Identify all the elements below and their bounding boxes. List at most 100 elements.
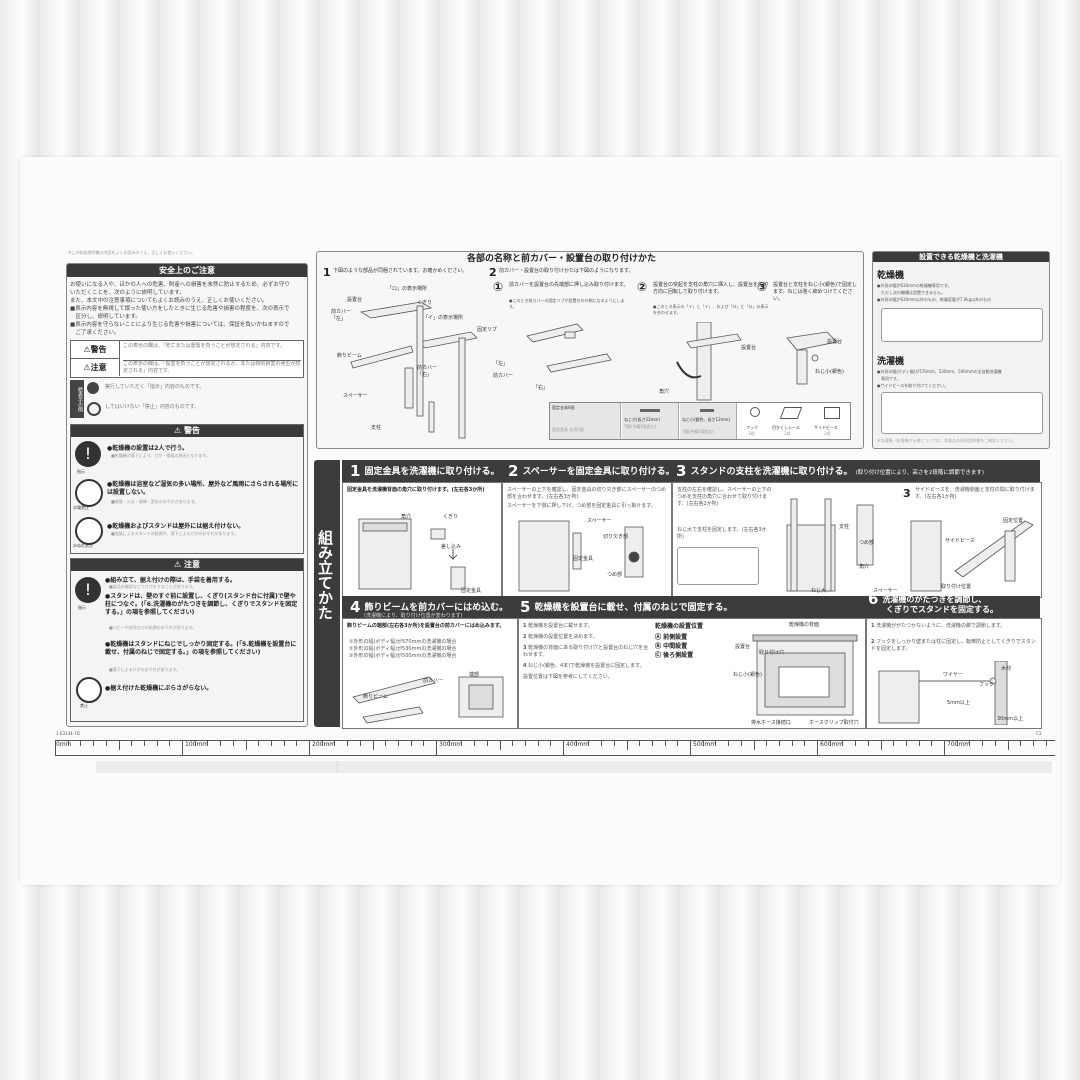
s1-label-kugiri: くぎり [443, 514, 459, 520]
icon-caption: 指示 [77, 469, 85, 474]
warning-item-2: ●乾燥機は浴室など湿気の多い場所、屋外など風雨にさらされる場所には設置しない。 [107, 481, 299, 496]
ruler-tick [829, 741, 831, 746]
s3-label-spacer: スペーサー [873, 588, 898, 594]
severity-table: ⚠警告 この表示の欄は、「死亡または重傷を負うことが想定される」内容です。 ⚠注… [70, 340, 304, 378]
ruler-tick [143, 741, 145, 746]
step4-section: 飾りビームの端部(左右各3か所)を設置台の前カバーにはめ込みます。 ①外形の幅(… [342, 618, 518, 729]
label-settei2: 設置台 [741, 345, 757, 351]
ruler-tick [169, 741, 171, 746]
no-wet-icon [75, 517, 103, 545]
ruler-tick [182, 741, 183, 755]
warning-box-title: ⚠ 警告 [71, 425, 303, 437]
ruler-label: 600mm [820, 741, 844, 748]
caution-box-title: ⚠ 注意 [71, 559, 303, 571]
s2-label-tsume: つめ部 [607, 572, 623, 578]
caution-triangle-icon: ⚠ [174, 560, 182, 569]
s3-label-shichu: 支柱 [839, 524, 850, 530]
ruler-tick [766, 741, 768, 746]
sticker-icon [779, 407, 803, 419]
ruler-tick [321, 741, 323, 746]
assembly-row2-header [342, 596, 1040, 618]
s1-label-kakuana: 角穴 [401, 514, 412, 520]
instruction-icon: ! [75, 441, 101, 467]
step5-lines: 1 乾燥機を設置台に載せます。 2 乾燥機の設置位置を決めます。 3 乾燥機の背… [523, 623, 649, 680]
step2-instruction-1: スペーサーの上下を確認し、固定金具の切り欠き部にスペーサーのつめ部を合わせます。… [507, 487, 667, 500]
ruler-tick [410, 741, 412, 746]
bleed-through-bar [96, 761, 338, 773]
ruler-tick [1032, 741, 1034, 746]
compatible-models-panel: 設置できる乾燥機と洗濯機 乾燥機 ●外形の幅が630mmの乾燥機専用です。 ただ… [872, 251, 1050, 449]
s6-label-mokuzai: 木材 [1001, 666, 1012, 672]
substep1-drawing [526, 323, 612, 373]
warning-item-1: ●乾燥機の設置は2人で行う。 [107, 445, 189, 452]
ruler-tick [601, 741, 603, 746]
prohibition-icon [76, 677, 102, 703]
step6-drawing [878, 661, 1008, 725]
ruler-tick [537, 741, 539, 746]
ruler-tick [702, 741, 704, 746]
warning-triangle-icon: ⚠ [174, 426, 182, 435]
ruler-tick [156, 741, 158, 746]
s5-label-hose: ホースクリップ取付穴 [809, 720, 859, 726]
ruler-tick [232, 741, 234, 746]
step3-sub3-num: 3 [903, 487, 911, 500]
step3-drawing-main [786, 498, 874, 592]
ruler-tick [436, 741, 437, 755]
assembly-side-label: 組み立てかた [316, 530, 334, 620]
label-i-mark: 「イ」の表示場所 [423, 315, 464, 321]
step2-drawing [518, 520, 644, 592]
step6-instruction-1: 1 洗濯機ががたつかないように、洗濯機の脚で調節します。 [871, 623, 1006, 629]
accessory-screw-large: ねじ大(長さ22mm) 7個(予備1個含む) [622, 403, 679, 439]
ruler-tick [778, 741, 780, 746]
safety-title: 安全上のご注意 [67, 264, 307, 277]
safety-panel: 安全上のご注意 お使いになる人や、ほかの人への危害、財産への損害を未然に防止する… [66, 263, 308, 727]
ruler-tick [1007, 741, 1009, 750]
parts-step1-text: 下図のような部品が同梱されています。お確かめください。 [333, 268, 468, 274]
substep2-num: ② [637, 280, 648, 294]
ruler-tick [524, 741, 526, 746]
s2-label-spacer: スペーサー [587, 518, 612, 524]
accessory-hook: フック 1個 [738, 403, 772, 439]
ruler-tick [550, 741, 552, 746]
icon-caption: 水ぬれ禁止 [73, 543, 93, 548]
ruler-tick [131, 741, 133, 746]
screw-icon [640, 409, 660, 412]
legend-dont: してはいけない「禁止」内容のものです。 [105, 404, 200, 410]
ruler-tick [994, 741, 996, 746]
s5-label-dryer: 乾燥機の背面 [789, 622, 820, 628]
ruler-tick [563, 741, 564, 755]
step3-instruction-2: ねじ大で支柱を固定します。(左右各3か所) [677, 527, 767, 540]
s4-label-hashi: 端部 [469, 672, 480, 678]
warning-triangle-icon: ⚠ [83, 345, 91, 354]
ruler-tick [258, 741, 260, 746]
ruler-label: 0mm [56, 741, 72, 748]
icon-caption: 禁止 [80, 703, 88, 708]
ruler-tick [1020, 741, 1022, 746]
s5-label-screw: ねじ小(銀色) [733, 672, 762, 678]
ruler-tick [397, 741, 399, 746]
substep1-note: ●このとき前カバーの固定リブが設置台の外側になるようにします。 [509, 298, 625, 309]
s1-label-hikkake: 差し込み [441, 544, 462, 550]
no-water-area-icon [75, 479, 103, 507]
s5-label-drain: 排水ホース接続口 [751, 720, 791, 726]
ruler-tick [474, 741, 476, 746]
bleed-through-bar [336, 761, 1052, 773]
warning-item-3-sub: ■強風によるスタンドの転倒や、落下によるけがのおそれがあります。 [111, 531, 239, 536]
label-kugiri: くぎり [417, 300, 433, 306]
ruler-label: 200mm [312, 741, 336, 748]
instruction-icon: ! [75, 577, 101, 603]
exploded-parts-drawing [350, 301, 478, 439]
ruler-tick [448, 741, 450, 746]
step2-instruction-2: スペーサーを下側に押し下げ、つめ部を固定金具に引っ掛けます。 [507, 503, 656, 509]
ruler-tick [347, 741, 349, 746]
dryer-positions: Ⓐ 前側設置 Ⓑ 中間設置 Ⓒ 後ろ側設置 [655, 634, 694, 659]
ruler-tick [677, 741, 679, 746]
ruler-tick [690, 741, 691, 755]
label-right: 「右」 [533, 385, 549, 391]
ruler-tick [245, 741, 247, 750]
s6-label-dist2: 5mm以上 [947, 700, 970, 706]
label-screw-small: ねじ小(銀色) [815, 369, 844, 375]
mm-ruler: 0mm 100mm 200mm 300mm 400mm 500mm 600mm … [55, 740, 1055, 756]
